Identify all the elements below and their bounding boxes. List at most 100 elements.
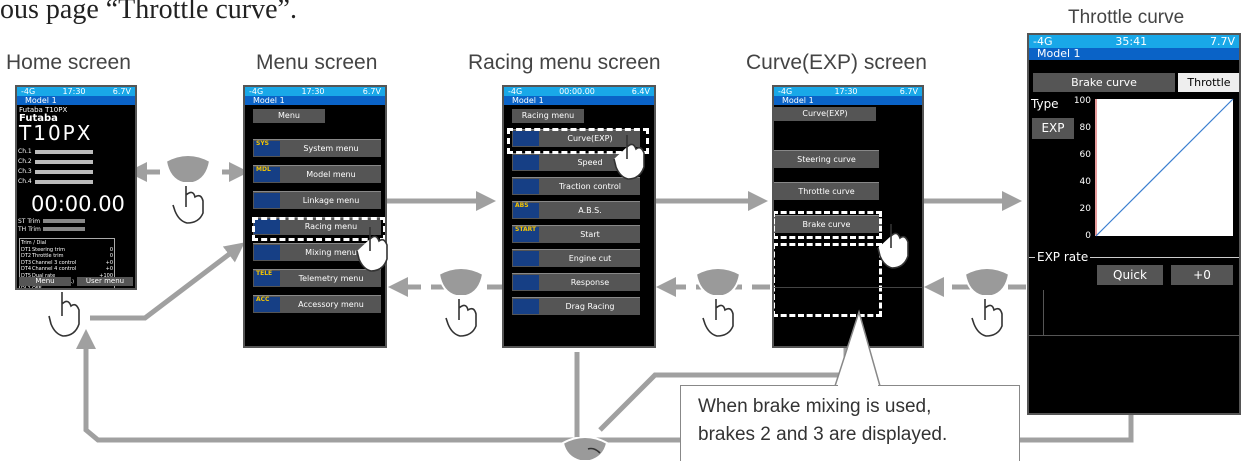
home-ch3-label: Ch.3 bbox=[18, 168, 32, 175]
trim-row-key: DL1 bbox=[21, 285, 31, 290]
trim-row-value: +100 bbox=[99, 272, 113, 279]
menu-item-icon: SYS bbox=[254, 140, 280, 156]
type-exp-button[interactable]: EXP bbox=[1032, 118, 1074, 139]
curve-status-battery: 6.7V bbox=[899, 87, 918, 96]
quick-button[interactable]: Quick bbox=[1097, 265, 1163, 285]
racing-item-icon bbox=[513, 299, 539, 314]
menu-item-label: Accessory menu bbox=[298, 300, 364, 309]
home-timer: 00:00.00 bbox=[31, 192, 125, 216]
brake-curve-button[interactable]: Brake curve bbox=[774, 215, 879, 233]
racing-item-label: Traction control bbox=[559, 182, 621, 191]
hand-icon-brake-touch bbox=[877, 224, 909, 269]
menu-item-label: Mixing menu bbox=[305, 248, 357, 257]
highlight-brake-curve bbox=[774, 211, 882, 239]
racing-item[interactable]: Drag Racing bbox=[512, 297, 640, 315]
tab-brake-curve[interactable]: Brake curve bbox=[1033, 73, 1175, 92]
throttle-curve-button[interactable]: Throttle curve bbox=[774, 182, 879, 200]
home-brand: Futaba bbox=[19, 113, 58, 124]
menu-model-name: Model 1 bbox=[245, 96, 385, 105]
thr-model-name: Model 1 bbox=[1029, 48, 1239, 60]
racing-item[interactable]: Engine cut bbox=[512, 249, 640, 267]
racing-status-signal: -4G bbox=[508, 87, 523, 96]
caption-home-screen: Home screen bbox=[6, 51, 131, 74]
home-th-trim-bar bbox=[43, 227, 85, 231]
trim-row-key: DT5 bbox=[21, 272, 32, 279]
intro-text: ous page “Throttle curve”. bbox=[0, 0, 297, 25]
tab-throttle[interactable]: Throttle bbox=[1178, 73, 1239, 92]
trim-row-name: Throttle trim bbox=[32, 253, 64, 259]
exp-rate-line bbox=[1029, 257, 1239, 258]
hand-icon-curve-touch bbox=[613, 135, 645, 180]
racing-item-icon bbox=[513, 275, 539, 290]
home-ch2-label: Ch.2 bbox=[18, 158, 32, 165]
trim-row-value: +0 bbox=[105, 266, 113, 272]
callout-box: When brake mixing is used, brakes 2 and … bbox=[680, 385, 1020, 461]
home-logo: T10PX bbox=[19, 121, 93, 145]
trim-row-key: DT2 bbox=[21, 253, 32, 259]
y-tick-100: 100 bbox=[1074, 96, 1091, 106]
home-model-name: Model 1 bbox=[17, 96, 135, 105]
home-ch2-bar bbox=[35, 160, 93, 164]
home-st-trim: ST Trim bbox=[18, 218, 41, 225]
menu-status-time: 17:30 bbox=[301, 87, 325, 96]
racing-item[interactable]: Curve(EXP) bbox=[512, 129, 640, 147]
hand-icon-menu-back bbox=[437, 268, 485, 337]
menu-item[interactable]: Mixing menu bbox=[253, 243, 381, 261]
home-user-menu-button[interactable]: User menu bbox=[77, 277, 133, 286]
trim-row-value: 0 bbox=[109, 253, 113, 259]
racing-item[interactable]: Traction control bbox=[512, 177, 640, 195]
home-ch4-bar bbox=[35, 180, 93, 184]
racing-item[interactable]: ABS A.B.S. bbox=[512, 201, 640, 219]
trim-row-name: OFF bbox=[32, 285, 42, 290]
home-menu-button[interactable]: Menu bbox=[19, 277, 71, 286]
trim-row-value: 0 bbox=[109, 246, 113, 253]
racing-item-icon-text: ABS bbox=[515, 202, 529, 209]
home-brand-line: Futaba T10PX bbox=[19, 106, 68, 114]
menu-item-label: Telemetry menu bbox=[298, 274, 364, 283]
type-label: Type bbox=[1031, 97, 1059, 111]
y-tick-0: 0 bbox=[1085, 231, 1091, 241]
menu-status-signal: -4G bbox=[249, 87, 264, 96]
menu-item[interactable]: TELE Telemetry menu bbox=[253, 269, 381, 287]
menu-item-icon-text: SYS bbox=[256, 140, 269, 147]
caption-menu-screen: Menu screen bbox=[256, 51, 378, 74]
racing-item-icon: START bbox=[513, 226, 539, 242]
y-tick-80: 80 bbox=[1080, 123, 1092, 133]
highlight-curve-exp bbox=[507, 128, 649, 154]
menu-item-icon bbox=[254, 193, 280, 208]
racing-header: Racing menu bbox=[512, 109, 584, 123]
curve-header: Curve(EXP) bbox=[774, 107, 876, 121]
hand-icon-bottom-return bbox=[561, 437, 609, 461]
racing-item-label: A.B.S. bbox=[578, 206, 602, 215]
arrow-return-home bbox=[76, 329, 1134, 443]
menu-item[interactable]: Linkage menu bbox=[253, 191, 381, 209]
callout-line-2: brakes 2 and 3 are displayed. bbox=[698, 424, 948, 445]
exp-rate-value[interactable]: +0 bbox=[1171, 265, 1233, 285]
trim-row-key: DT4 bbox=[21, 266, 32, 272]
racing-model-name: Model 1 bbox=[504, 96, 654, 105]
menu-item[interactable]: Racing menu bbox=[253, 217, 381, 235]
racing-item-label: Speed bbox=[577, 158, 603, 167]
menu-item-icon bbox=[254, 245, 280, 260]
callout-pointer-mask bbox=[838, 384, 878, 388]
curve-divider bbox=[774, 287, 922, 288]
exp-rate-label: EXP rate bbox=[1035, 250, 1091, 264]
steering-curve-button[interactable]: Steering curve bbox=[774, 150, 879, 168]
graph-left-line bbox=[1043, 290, 1044, 335]
y-tick-20: 20 bbox=[1080, 204, 1092, 214]
menu-item-icon: TELE bbox=[254, 270, 280, 286]
thr-status-battery: 7.7V bbox=[1209, 35, 1235, 48]
racing-item[interactable]: Response bbox=[512, 273, 640, 291]
menu-status-battery: 6.7V bbox=[362, 87, 381, 96]
